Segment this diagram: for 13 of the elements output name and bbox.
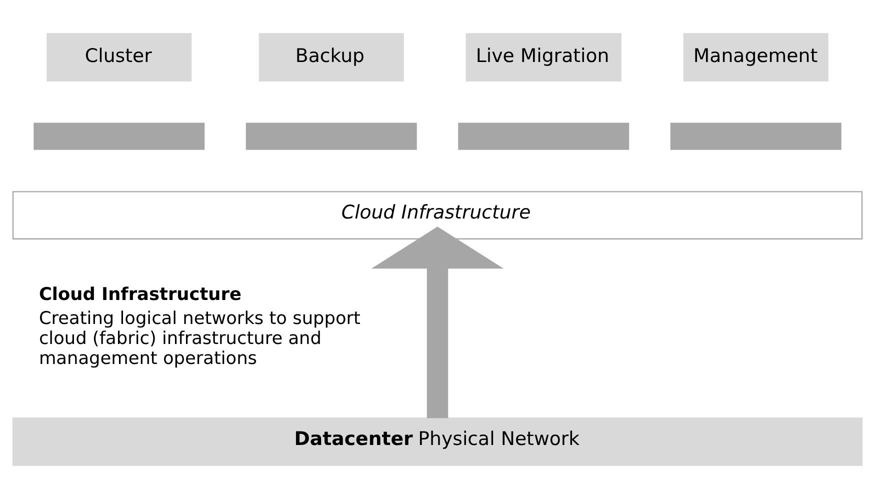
node-bar bbox=[670, 122, 842, 150]
node-bar bbox=[246, 122, 417, 150]
label: Creating logical networks to support cloud (fabric) infrastructure and management operations bbox=[38, 308, 360, 368]
node-bar bbox=[458, 122, 630, 150]
node-box: Cluster bbox=[46, 32, 192, 81]
node-box: Management bbox=[683, 32, 828, 81]
node-box: Backup bbox=[258, 32, 404, 81]
node-box: Live Migration bbox=[466, 32, 622, 81]
node-box: Cloud Infrastructure bbox=[12, 190, 863, 239]
node-bar bbox=[34, 122, 205, 150]
arrow bbox=[371, 226, 504, 418]
node-box: Datacenter Physical Network bbox=[12, 417, 863, 466]
label: Cloud Infrastructure bbox=[38, 284, 242, 305]
